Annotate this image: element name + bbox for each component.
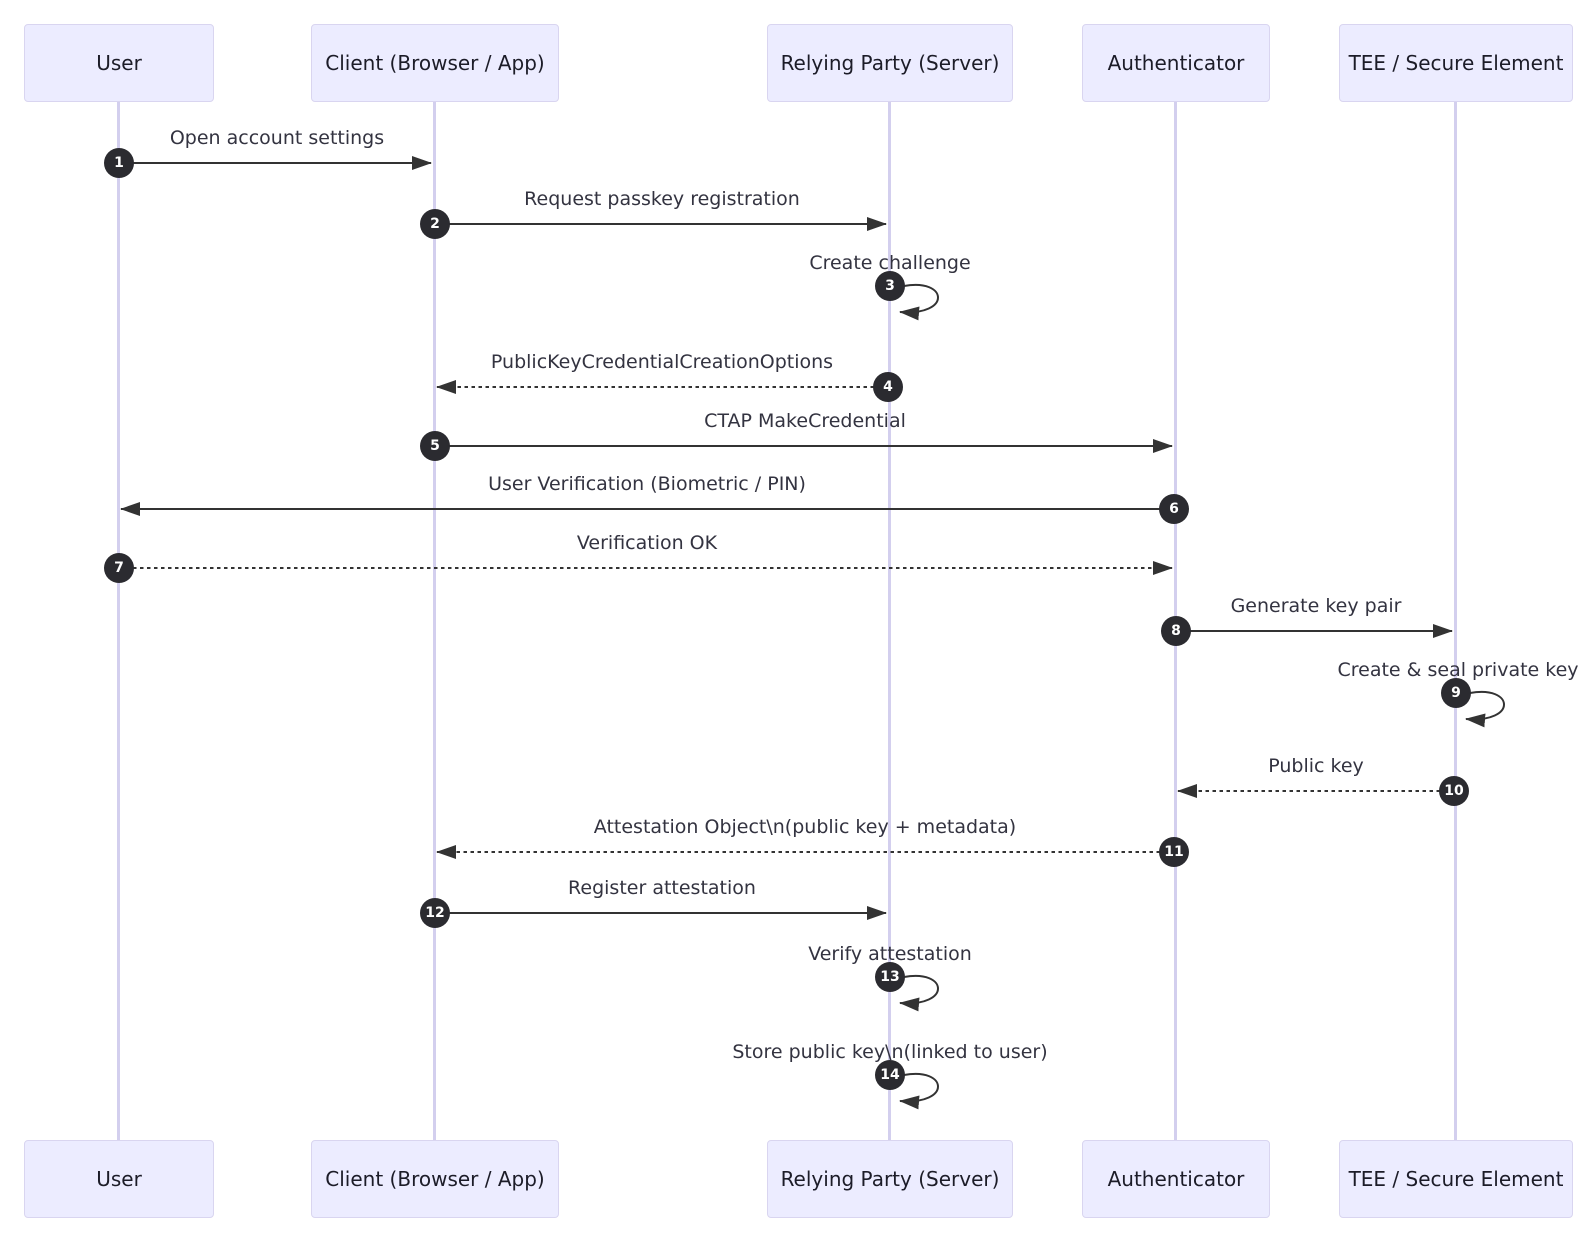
message-2-label: Request passkey registration: [524, 188, 800, 210]
lifeline-relying-party: [888, 102, 891, 1140]
lifeline-user: [117, 102, 120, 1140]
arrow-14-self-loop: [899, 1072, 939, 1110]
sequence-number-6: 6: [1159, 494, 1189, 524]
lifeline-tee: [1454, 102, 1457, 1140]
lifeline-client: [433, 102, 436, 1140]
message-9-label: Create & seal private key: [1337, 659, 1579, 681]
message-3-label: Create challenge: [809, 252, 971, 274]
arrow-3-self-loop: [899, 283, 939, 321]
message-14-label: Store public key\n(linked to user): [732, 1041, 1048, 1063]
message-11-label: Attestation Object\n(public key + metada…: [593, 816, 1017, 838]
actor-authenticator-bottom: Authenticator: [1082, 1140, 1270, 1218]
message-10-label: Public key: [1268, 755, 1364, 777]
actor-relying-party-top: Relying Party (Server): [767, 24, 1013, 102]
message-7-label: Verification OK: [576, 532, 718, 554]
actor-user-bottom: User: [24, 1140, 214, 1218]
message-12-label: Register attestation: [568, 877, 756, 899]
sequence-number-1: 1: [104, 148, 134, 178]
sequence-number-2: 2: [420, 209, 450, 239]
actor-tee-top: TEE / Secure Element: [1339, 24, 1573, 102]
actor-tee-bottom: TEE / Secure Element: [1339, 1140, 1573, 1218]
sequence-number-7: 7: [104, 553, 134, 583]
message-13-label: Verify attestation: [808, 943, 972, 965]
sequence-number-5: 5: [420, 431, 450, 461]
sequence-number-12: 12: [420, 898, 450, 928]
message-8-label: Generate key pair: [1230, 595, 1402, 617]
sequence-number-14: 14: [875, 1060, 905, 1090]
sequence-number-4: 4: [873, 372, 903, 402]
actor-client-top: Client (Browser / App): [311, 24, 559, 102]
actor-user-top: User: [24, 24, 214, 102]
actor-client-bottom: Client (Browser / App): [311, 1140, 559, 1218]
message-1-label: Open account settings: [169, 127, 385, 149]
actor-authenticator-top: Authenticator: [1082, 24, 1270, 102]
message-4-label: PublicKeyCredentialCreationOptions: [490, 351, 834, 373]
sequence-number-10: 10: [1439, 776, 1469, 806]
sequence-number-11: 11: [1159, 837, 1189, 867]
arrow-9-self-loop: [1465, 690, 1505, 728]
sequence-number-9: 9: [1441, 678, 1471, 708]
arrow-13-self-loop: [899, 974, 939, 1012]
message-5-label: CTAP MakeCredential: [704, 410, 906, 432]
sequence-number-3: 3: [875, 271, 905, 301]
sequence-number-8: 8: [1161, 616, 1191, 646]
sequence-number-13: 13: [875, 962, 905, 992]
actor-relying-party-bottom: Relying Party (Server): [767, 1140, 1013, 1218]
message-6-label: User Verification (Biometric / PIN): [488, 473, 806, 495]
